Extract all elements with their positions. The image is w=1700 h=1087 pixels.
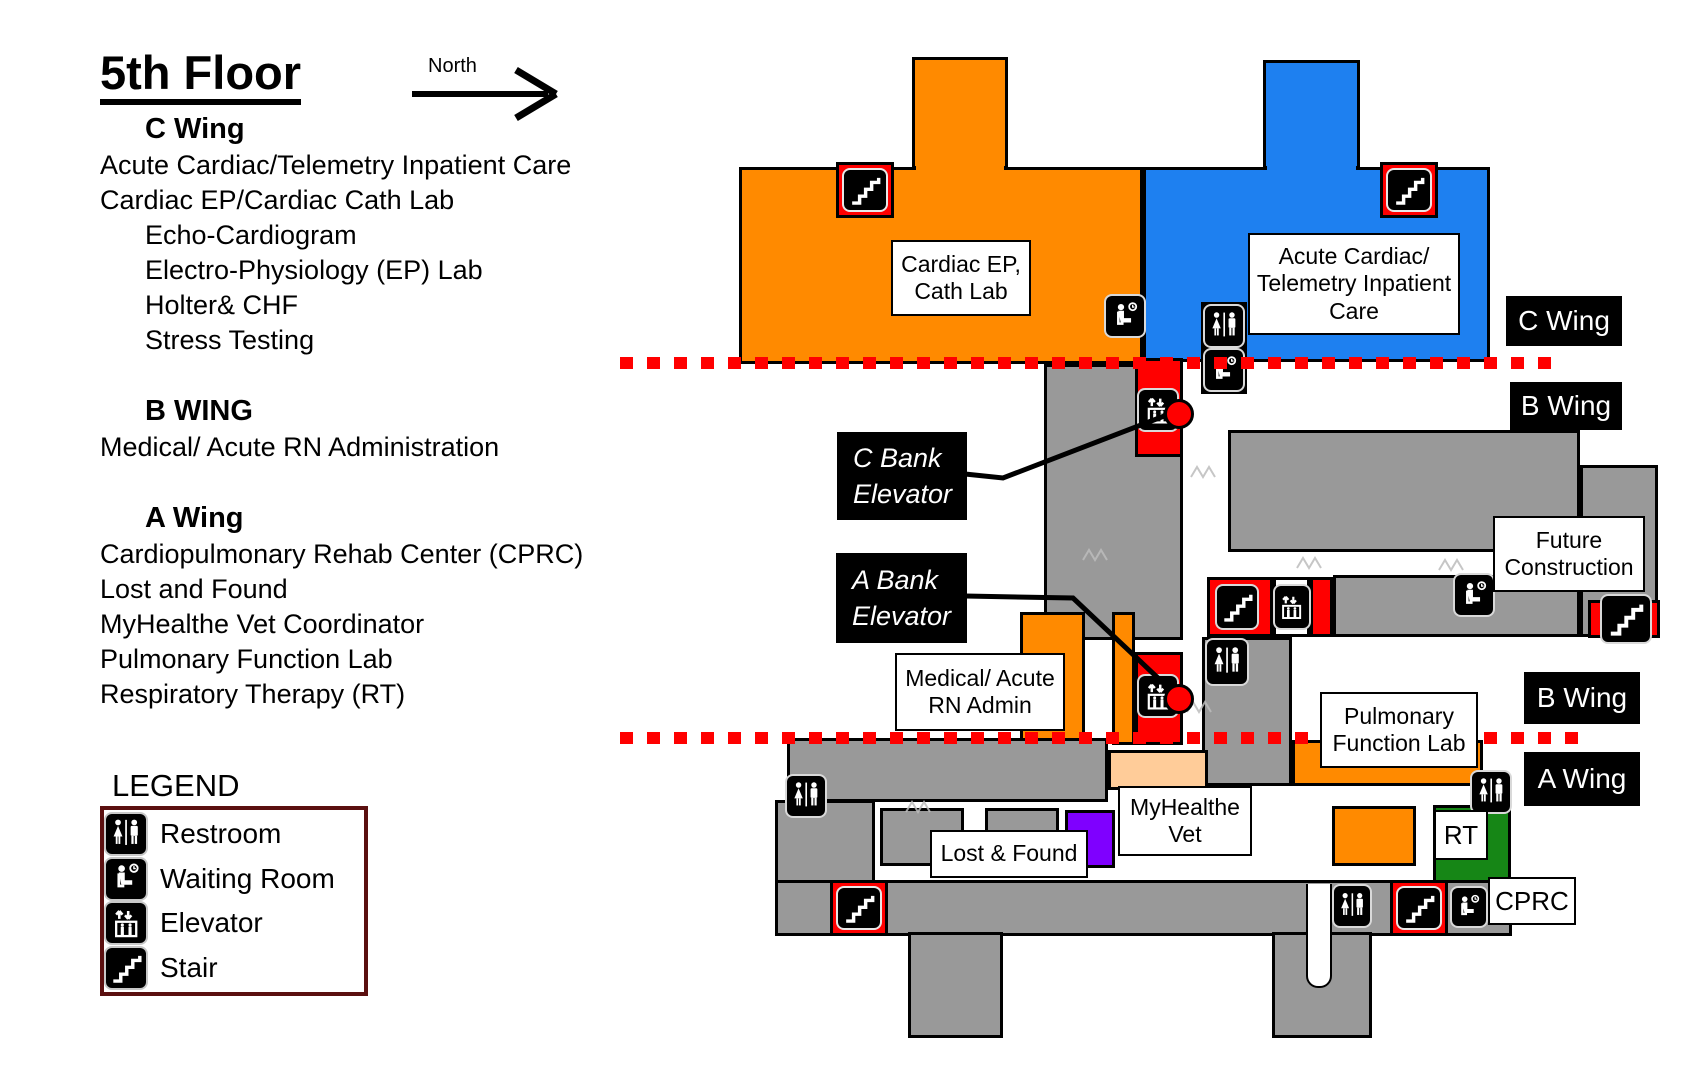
region-a-wing-top-band xyxy=(787,738,1108,802)
legend-label: Stair xyxy=(160,951,218,983)
label-future-construction: Future Construction xyxy=(1493,516,1645,592)
directory-line: Medical/ Acute RN Administration xyxy=(100,432,500,462)
legend-row-restroom: Restroom xyxy=(104,812,364,856)
label-pulmonary: Pulmonary Function Lab xyxy=(1320,692,1478,768)
north-arrow-icon xyxy=(412,66,558,122)
label-rt: RT xyxy=(1434,810,1488,860)
restroom-icon xyxy=(1472,772,1510,812)
directory-line: Stress Testing xyxy=(145,325,315,355)
stair-frame xyxy=(830,880,888,936)
door-marks xyxy=(905,800,931,814)
door-marks xyxy=(1190,465,1216,479)
tag-b-wing-bottom: B Wing xyxy=(1524,672,1640,724)
corridor-slot xyxy=(1306,884,1332,988)
region-acute-cardiac-tower xyxy=(1263,60,1360,169)
stair-frame xyxy=(1380,162,1438,218)
legend-row-waiting-room: Waiting Room xyxy=(104,857,364,901)
stair-icon xyxy=(838,888,880,928)
c-bank-marker-dot xyxy=(1164,399,1194,429)
region-orange-room xyxy=(1332,806,1416,866)
waiting-room-icon xyxy=(106,858,146,899)
legend-row-stair: Stair xyxy=(104,946,364,990)
legend-row-elevator: Elevator xyxy=(104,901,364,945)
directory-line xyxy=(100,465,690,499)
restroom-icon xyxy=(1205,306,1243,346)
stair-icon xyxy=(1217,586,1257,628)
stair-icon xyxy=(106,947,146,988)
stair-icon xyxy=(1388,170,1430,210)
elevator-icon xyxy=(106,903,146,944)
a-bank-marker-dot xyxy=(1164,684,1194,714)
legend: Restroom Waiting Room Elevator Stair xyxy=(100,806,368,996)
directory-line: Cardiopulmonary Rehab Center (CPRC) xyxy=(100,539,584,569)
restroom-icon xyxy=(1207,640,1247,684)
region-seam-patch xyxy=(916,162,1004,174)
tag-a-bank-elevator: A Bank Elevator xyxy=(836,553,967,643)
page-title: 5th Floor xyxy=(100,48,302,106)
label-lost-found: Lost & Found xyxy=(930,830,1088,878)
tag-a-wing: A Wing xyxy=(1524,752,1640,806)
waiting-room-icon xyxy=(1455,575,1493,615)
region-peach-room xyxy=(1108,750,1208,790)
directory-line: Respiratory Therapy (RT) xyxy=(100,679,406,709)
directory-line: C Wing xyxy=(145,113,245,145)
c-b-wing-divider xyxy=(620,357,1558,369)
stair-icon xyxy=(844,170,886,210)
tag-c-wing: C Wing xyxy=(1506,296,1622,346)
directory-line: Pulmonary Function Lab xyxy=(100,644,393,674)
region-seam-patch xyxy=(1267,162,1356,174)
directory-line: Electro-Physiology (EP) Lab xyxy=(145,255,483,285)
restroom-icon xyxy=(1334,886,1370,926)
directory-line: Lost and Found xyxy=(100,574,288,604)
directory-line xyxy=(100,358,690,392)
stair-icon xyxy=(1602,596,1650,642)
region-orange-strip-right xyxy=(1112,612,1135,745)
region-a-wing-bottom-band xyxy=(775,880,1512,936)
legend-label: Waiting Room xyxy=(160,862,335,894)
b-wing-stair-block xyxy=(1310,577,1333,637)
directory-line: B WING xyxy=(145,395,253,427)
legend-heading: LEGEND xyxy=(112,768,240,803)
directory-line: A Wing xyxy=(145,502,244,534)
legend-label: Elevator xyxy=(160,907,263,939)
label-cprc: CPRC xyxy=(1488,877,1576,925)
waiting-room-icon xyxy=(1452,888,1486,926)
north-label: North xyxy=(428,55,477,77)
directory-line: Echo-Cardiogram xyxy=(145,220,357,250)
door-marks xyxy=(1296,556,1322,570)
elevator-icon xyxy=(1275,586,1309,628)
door-marks xyxy=(1438,558,1464,572)
waiting-room-icon xyxy=(1205,350,1243,390)
stair-icon xyxy=(1398,888,1440,928)
tag-c-bank-elevator: C Bank Elevator xyxy=(837,432,967,520)
directory-line: MyHealthe Vet Coordinator xyxy=(100,609,425,639)
directory-line: Holter& CHF xyxy=(145,290,299,320)
directory-line: Acute Cardiac/Telemetry Inpatient Care xyxy=(100,150,572,180)
label-acute-cardiac: Acute Cardiac/ Telemetry Inpatient Care xyxy=(1248,233,1460,335)
restroom-icon xyxy=(787,776,825,816)
door-marks xyxy=(1082,548,1108,562)
stair-frame xyxy=(836,162,894,218)
region-cardiac-ep-tower xyxy=(912,57,1008,169)
region-a-wing-protrusion xyxy=(908,932,1003,1038)
directory-line: Cardiac EP/Cardiac Cath Lab xyxy=(100,185,455,215)
waiting-room-icon xyxy=(1106,296,1144,336)
label-myhealthe-vet: MyHealthe Vet xyxy=(1118,786,1252,856)
stair-frame xyxy=(1390,880,1448,936)
label-rn-admin: Medical/ Acute RN Admin xyxy=(895,653,1065,731)
tag-b-wing-top: B Wing xyxy=(1510,382,1622,430)
legend-label: Restroom xyxy=(160,818,282,849)
restroom-icon xyxy=(106,814,146,854)
label-cardiac-ep-cath-lab: Cardiac EP, Cath Lab xyxy=(891,240,1031,316)
